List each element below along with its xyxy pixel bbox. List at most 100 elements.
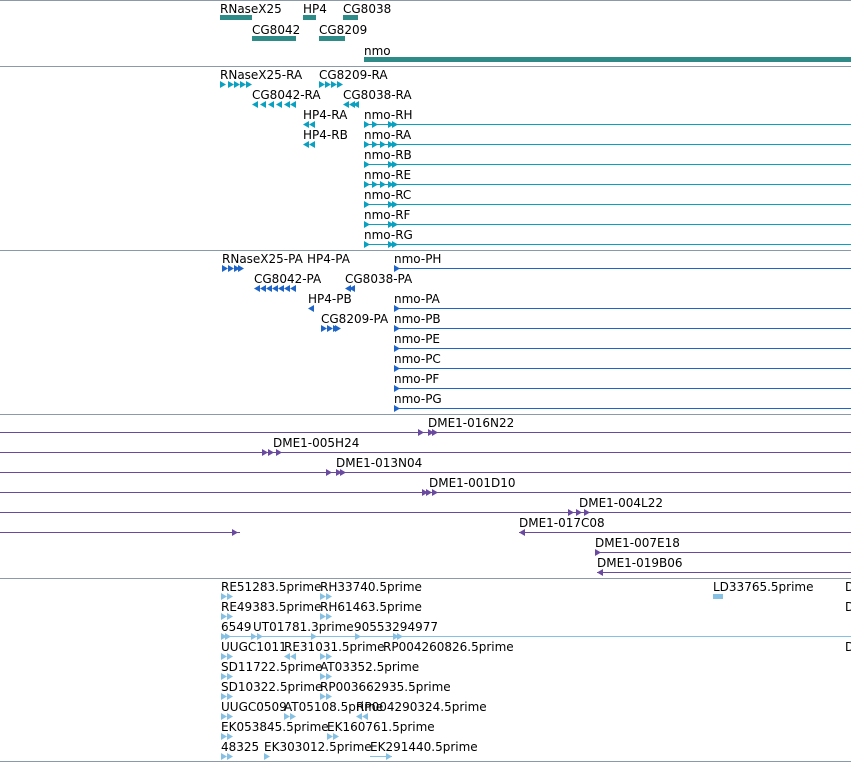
feature-glyph[interactable] bbox=[394, 365, 851, 373]
feature-label[interactable]: RP003662935.5prime bbox=[320, 680, 451, 694]
feature-label[interactable]: CG8209 bbox=[319, 23, 368, 37]
feature-glyph[interactable] bbox=[597, 569, 851, 577]
feature-label[interactable]: DME1-019B06 bbox=[597, 556, 683, 570]
feature-label[interactable]: nmo-RE bbox=[364, 168, 412, 182]
feature-label[interactable]: DME1-005H24 bbox=[273, 436, 360, 450]
feature-glyph[interactable] bbox=[0, 449, 851, 457]
feature-glyph[interactable] bbox=[320, 613, 342, 621]
feature-glyph[interactable] bbox=[221, 713, 243, 721]
feature-glyph[interactable] bbox=[221, 653, 243, 661]
feature-label[interactable]: CG8042 bbox=[252, 23, 301, 37]
feature-glyph[interactable] bbox=[364, 56, 851, 64]
feature-glyph[interactable] bbox=[221, 693, 243, 701]
feature-label[interactable]: CG8042-RA bbox=[252, 88, 321, 102]
feature-label[interactable]: DME1-017C08 bbox=[519, 516, 605, 530]
feature-label[interactable]: D bbox=[845, 640, 851, 654]
feature-label[interactable]: RNaseX25-PA bbox=[222, 252, 303, 266]
feature-glyph[interactable] bbox=[320, 673, 342, 681]
feature-label[interactable]: CG8209-RA bbox=[319, 68, 388, 82]
feature-label[interactable]: RP004260826.5prime bbox=[383, 640, 514, 654]
feature-label[interactable]: nmo-PC bbox=[394, 352, 441, 366]
feature-glyph[interactable] bbox=[308, 305, 322, 313]
feature-glyph[interactable] bbox=[321, 325, 349, 333]
feature-label[interactable]: CG8038-PA bbox=[345, 272, 413, 286]
feature-label[interactable]: EK291440.5prime bbox=[370, 740, 478, 754]
feature-label[interactable]: UT01781.3prime bbox=[253, 620, 354, 634]
feature-label[interactable]: D bbox=[845, 580, 851, 594]
feature-glyph[interactable] bbox=[319, 35, 353, 43]
feature-glyph[interactable] bbox=[356, 713, 378, 721]
feature-label[interactable]: DME1-001D10 bbox=[429, 476, 516, 490]
feature-glyph[interactable] bbox=[221, 733, 243, 741]
feature-label[interactable]: HP4-PA bbox=[307, 252, 350, 266]
feature-label[interactable]: nmo-RH bbox=[364, 108, 413, 122]
feature-label[interactable]: nmo-PE bbox=[394, 332, 441, 346]
feature-glyph[interactable] bbox=[595, 549, 851, 557]
feature-glyph[interactable] bbox=[284, 713, 306, 721]
feature-glyph[interactable] bbox=[303, 121, 324, 129]
feature-glyph[interactable] bbox=[394, 405, 851, 413]
feature-label[interactable]: 90553294977 bbox=[354, 620, 438, 634]
feature-label[interactable]: AT03352.5prime bbox=[320, 660, 420, 674]
feature-label[interactable]: HP4-RA bbox=[303, 108, 348, 122]
feature-glyph[interactable] bbox=[221, 613, 243, 621]
feature-label[interactable]: DME1-004L22 bbox=[579, 496, 663, 510]
feature-glyph[interactable] bbox=[221, 633, 851, 641]
feature-glyph[interactable] bbox=[364, 201, 851, 209]
feature-glyph[interactable] bbox=[0, 529, 248, 537]
feature-label[interactable]: SD10322.5prime bbox=[221, 680, 323, 694]
feature-label[interactable]: CG8038 bbox=[343, 2, 392, 16]
feature-label[interactable]: LD33765.5prime bbox=[713, 580, 814, 594]
feature-label[interactable]: 6549 bbox=[221, 620, 252, 634]
feature-glyph[interactable] bbox=[303, 141, 324, 149]
feature-glyph[interactable] bbox=[394, 325, 851, 333]
feature-label[interactable]: RE49383.5prime bbox=[221, 600, 322, 614]
feature-label[interactable]: UUGC1011 bbox=[221, 640, 287, 654]
feature-label[interactable]: D bbox=[845, 600, 851, 614]
feature-glyph[interactable] bbox=[0, 489, 851, 497]
feature-label[interactable]: nmo-RG bbox=[364, 228, 413, 242]
feature-glyph[interactable] bbox=[327, 733, 349, 741]
feature-glyph[interactable] bbox=[221, 673, 243, 681]
feature-label[interactable]: nmo-RF bbox=[364, 208, 411, 222]
feature-label[interactable]: 48325 bbox=[221, 740, 260, 754]
feature-label[interactable]: EK160761.5prime bbox=[327, 720, 435, 734]
feature-label[interactable]: nmo-RA bbox=[364, 128, 412, 142]
feature-label[interactable]: nmo-PG bbox=[394, 392, 442, 406]
feature-label[interactable]: CG8209-PA bbox=[321, 312, 389, 326]
feature-label[interactable]: nmo-PF bbox=[394, 372, 440, 386]
feature-glyph[interactable] bbox=[343, 101, 366, 109]
feature-label[interactable]: DME1-007E18 bbox=[595, 536, 680, 550]
feature-label[interactable]: EK303012.5prime bbox=[264, 740, 372, 754]
feature-glyph[interactable] bbox=[254, 285, 306, 293]
feature-glyph[interactable] bbox=[364, 141, 851, 149]
feature-label[interactable]: RP004290324.5prime bbox=[356, 700, 487, 714]
feature-label[interactable]: EK053845.5prime bbox=[221, 720, 329, 734]
feature-label[interactable]: CG8042-PA bbox=[254, 272, 322, 286]
feature-glyph[interactable] bbox=[320, 693, 342, 701]
feature-label[interactable]: HP4 bbox=[303, 2, 327, 16]
feature-label[interactable]: CG8038-RA bbox=[343, 88, 412, 102]
feature-glyph[interactable] bbox=[364, 221, 851, 229]
feature-glyph[interactable] bbox=[394, 385, 851, 393]
feature-glyph[interactable] bbox=[364, 121, 851, 129]
feature-label[interactable]: DME1-016N22 bbox=[428, 416, 515, 430]
feature-label[interactable]: RH33740.5prime bbox=[320, 580, 422, 594]
feature-label[interactable]: RH61463.5prime bbox=[320, 600, 422, 614]
feature-glyph[interactable] bbox=[252, 35, 304, 43]
feature-label[interactable]: HP4-RB bbox=[303, 128, 348, 142]
feature-label[interactable]: UUGC0509 bbox=[221, 700, 287, 714]
feature-label[interactable]: nmo-PA bbox=[394, 292, 440, 306]
feature-glyph[interactable] bbox=[284, 653, 306, 661]
feature-label[interactable]: RE31031.5prime bbox=[284, 640, 385, 654]
feature-glyph[interactable] bbox=[713, 593, 731, 601]
feature-glyph[interactable] bbox=[0, 469, 851, 477]
feature-glyph[interactable] bbox=[0, 509, 851, 517]
feature-label[interactable]: nmo-PH bbox=[394, 252, 442, 266]
feature-glyph[interactable] bbox=[394, 265, 851, 273]
feature-glyph[interactable] bbox=[364, 181, 851, 189]
feature-label[interactable]: nmo-RC bbox=[364, 188, 412, 202]
feature-glyph[interactable] bbox=[221, 593, 243, 601]
feature-label[interactable]: AT05108.5prime bbox=[284, 700, 384, 714]
feature-glyph[interactable] bbox=[221, 753, 243, 761]
